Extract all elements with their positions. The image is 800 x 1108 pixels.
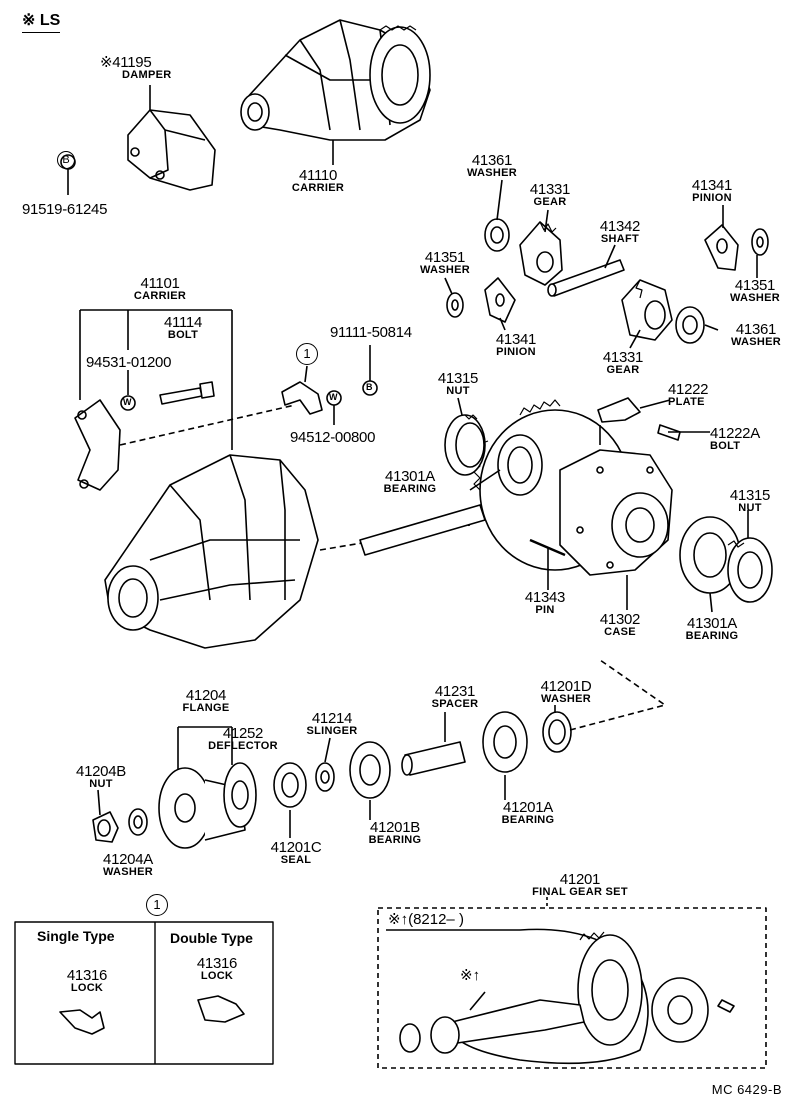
pinion-bearing-row-drawing: [92, 659, 666, 849]
damper-41195-drawing: [127, 85, 216, 191]
w-marker-label-1: W: [123, 397, 132, 407]
b-marker-label-1: B: [57, 151, 75, 169]
label-94531-01200: 94531-01200: [86, 354, 172, 371]
catalog-code: MC 6429-B: [711, 1082, 782, 1097]
label-94512-00800: 94512-00800: [290, 429, 376, 446]
label-41195: ※41195 DAMPER: [100, 54, 172, 81]
carrier-41101-drawing: [74, 309, 319, 649]
single-type-title: Single Type: [37, 928, 115, 944]
ls-header-mark: ※ LS: [22, 10, 61, 33]
lock-type-inset-box: [14, 921, 274, 1065]
final-set-date-note: ※↑(8212– ): [388, 911, 464, 928]
ref-1-marker-top: 1: [296, 343, 318, 365]
final-gear-set-box: [377, 907, 767, 1069]
ref-1-marker-inset: 1: [146, 894, 168, 916]
carrier-41110-drawing: [240, 19, 431, 165]
final-set-note-2: ※↑: [460, 967, 481, 984]
diff-case-drawing: [359, 397, 773, 613]
b-marker-label-2: B: [366, 382, 373, 392]
w-marker-label-2: W: [329, 392, 338, 402]
label-91111-50814: 91111-50814: [330, 324, 412, 341]
spider-gear-set-drawing: [444, 179, 769, 349]
label-91519-61245: 91519-61245: [22, 201, 108, 218]
lock-plate-drawing: [281, 365, 323, 415]
w-marker-94531: [120, 395, 136, 411]
double-type-title: Double Type: [170, 930, 253, 946]
bolt-41114-drawing: [159, 381, 215, 405]
